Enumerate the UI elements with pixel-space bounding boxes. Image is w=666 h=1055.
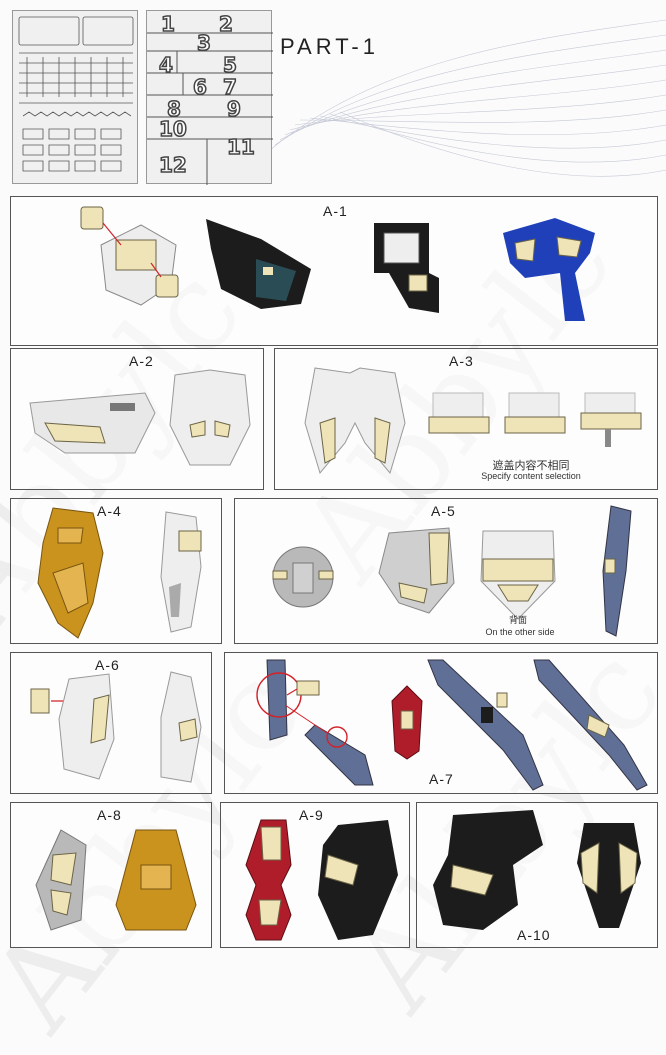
part-black-fin — [577, 823, 641, 928]
panel-label: A-2 — [129, 353, 154, 369]
panel-a7: A-7 — [224, 652, 658, 794]
panel-a10: A-10 — [416, 802, 658, 948]
part-gold-armor — [37, 507, 104, 639]
part-gold-plate — [115, 829, 197, 931]
part-white-skirt — [304, 367, 406, 475]
part-steel-blade — [602, 505, 632, 637]
part-white-armor — [29, 392, 156, 454]
part-white-panel — [30, 673, 115, 780]
panel-a9: A-9 — [220, 802, 410, 948]
sheet-number: 9 — [226, 96, 241, 122]
part-blue-head — [503, 218, 595, 321]
sheet-number: 5 — [222, 52, 237, 78]
background-swirl — [269, 19, 666, 177]
part-white-shield — [169, 369, 251, 466]
part-white-with-decals — [80, 206, 179, 306]
panel-label: A-4 — [97, 503, 122, 519]
panel-label: A-8 — [97, 807, 122, 823]
part-variant-1 — [428, 392, 490, 434]
sheet-number: 10 — [158, 116, 187, 142]
sheet-number: 11 — [226, 134, 255, 160]
panel-a5: A-5 背面 On the other side — [234, 498, 658, 644]
part-steel-frame — [256, 659, 374, 786]
panel-label: A-10 — [517, 927, 551, 943]
decal-sheet-pattern — [18, 16, 134, 172]
caption-cn: 背面 — [508, 615, 527, 625]
sheet-number: 12 — [158, 152, 187, 178]
part-steel-long-blade — [427, 659, 544, 791]
caption-en: Specify content selection — [481, 471, 581, 481]
sheet-map-lines — [147, 32, 273, 185]
sheet-number: 2 — [218, 11, 233, 37]
sheet-number: 7 — [222, 74, 237, 100]
part-white-shield-back — [480, 530, 556, 620]
part-white-shin — [160, 671, 202, 783]
decal-sheet-map: 1 2 3 4 5 6 7 8 9 10 11 12 — [146, 10, 273, 185]
panel-label: A-5 — [431, 503, 456, 519]
sheet-number: 1 — [160, 11, 175, 37]
caption-cn: 遮盖内容不相同 — [492, 460, 570, 472]
part-red-chest — [391, 685, 423, 760]
panel-a4: A-4 — [10, 498, 222, 644]
panel-label: A-7 — [429, 771, 454, 787]
panel-a6: A-6 — [10, 652, 212, 794]
part-grey-armor — [378, 527, 455, 614]
part-red-frame — [245, 819, 292, 941]
part-black-cockpit — [206, 219, 311, 309]
caption-en: On the other side — [485, 627, 555, 637]
decal-sheet-thumbnail — [12, 10, 138, 184]
sheet-number: 6 — [192, 74, 207, 100]
panel-a8: A-8 — [10, 802, 212, 948]
panel-label: A-9 — [299, 807, 324, 823]
sheet-number: 8 — [166, 96, 181, 122]
part-grey-wing-plate — [35, 829, 87, 931]
part-variant-3 — [580, 392, 642, 447]
panel-label: A-6 — [95, 657, 120, 673]
part-black-frame — [374, 223, 439, 313]
panel-a1: A-1 — [10, 196, 658, 346]
page-title: PART-1 — [280, 34, 379, 59]
part-steel-wing — [533, 659, 648, 791]
panel-label: A-1 — [323, 203, 348, 219]
part-black-armor — [318, 820, 398, 940]
part-grey-joint — [272, 546, 334, 608]
panel-label: A-3 — [449, 353, 474, 369]
part-variant-2 — [504, 392, 566, 434]
sheet-number: 4 — [158, 52, 173, 78]
panel-a2: A-2 — [10, 348, 264, 490]
panel-a3: A-3 遮盖内容不相同 Specify content selection — [274, 348, 658, 490]
part-white-leg — [160, 511, 202, 633]
part-black-backpack — [433, 810, 543, 930]
sheet-number: 3 — [196, 30, 211, 56]
